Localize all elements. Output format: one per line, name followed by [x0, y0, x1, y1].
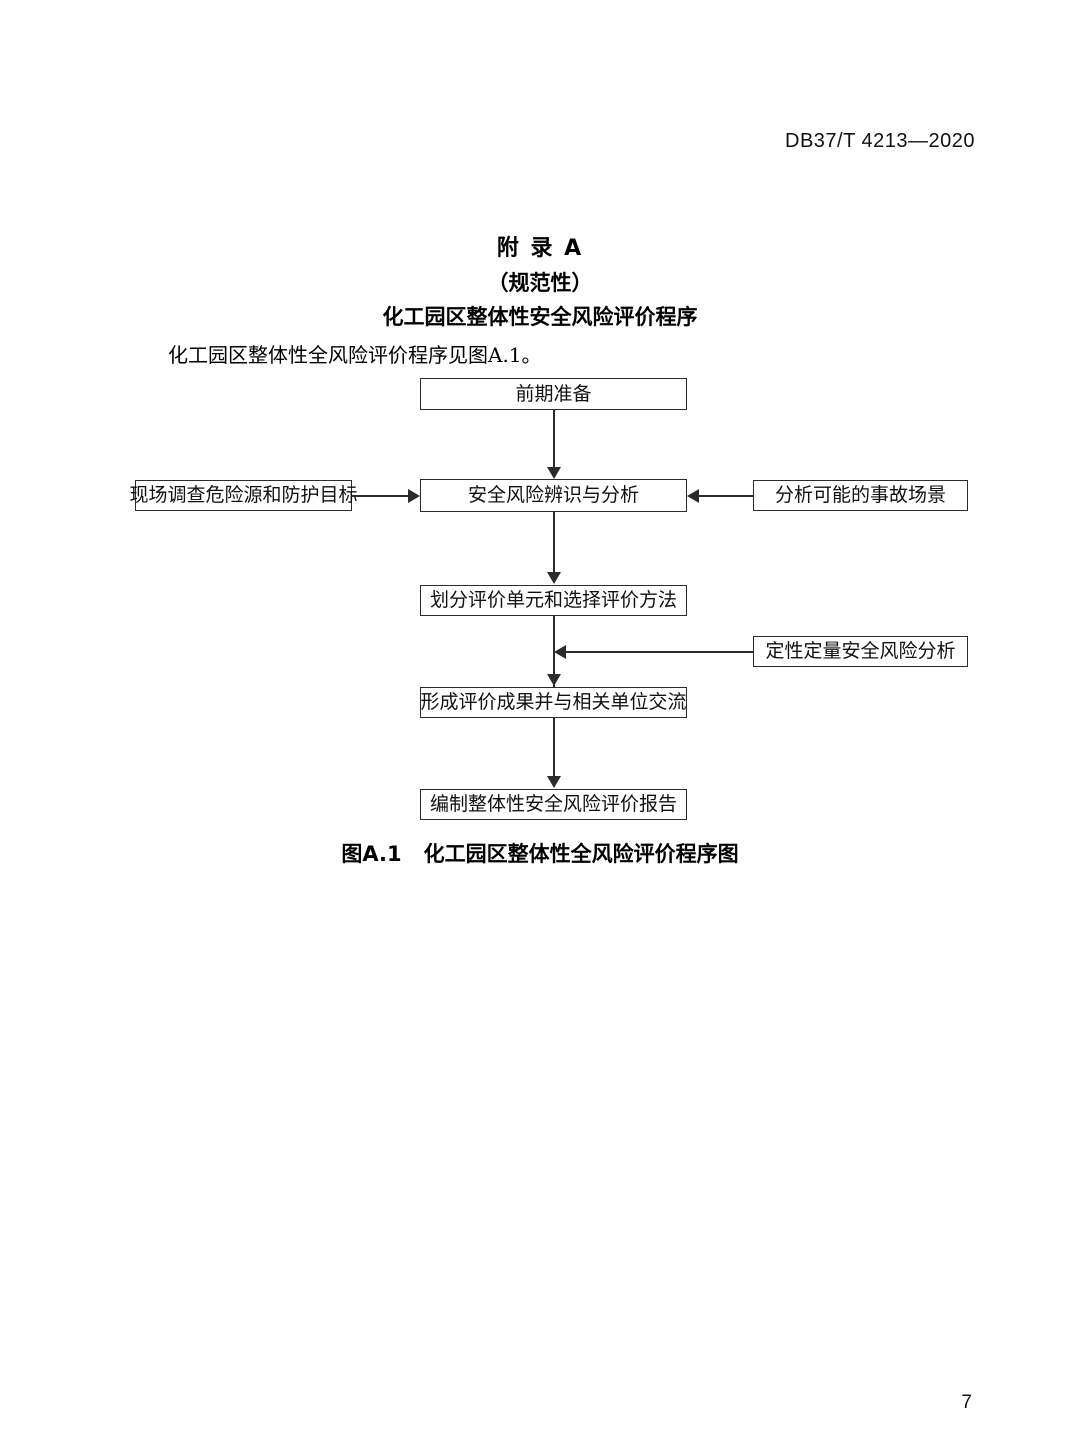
- flow-node-preliminary-preparation: 前期准备: [420, 378, 687, 410]
- annex-heading-block: 附 录 A （规范性） 化工园区整体性安全风险评价程序: [0, 232, 1080, 334]
- flowchart-diagram: 前期准备 现场调查危险源和防护目标 安全风险辨识与分析 分析可能的事故场景 划分…: [0, 370, 1080, 840]
- flow-edge-results-to-report-line: [553, 718, 555, 778]
- document-header-standard-number: DB37/T 4213—2020: [785, 130, 975, 152]
- figure-caption-label: 图A.1: [341, 842, 402, 866]
- flow-node-analyze-possible-accident-scenarios: 分析可能的事故场景: [753, 480, 968, 511]
- flow-edge-accident-scenarios-to-identification-arrowhead: [687, 488, 699, 503]
- flow-node-form-results-and-communicate: 形成评价成果并与相关单位交流: [420, 687, 687, 718]
- flow-edge-unit-division-to-results-lower-line: [553, 651, 555, 687]
- flow-edge-unit-division-to-results-arrowhead: [546, 674, 561, 686]
- annex-subject-title: 化工园区整体性安全风险评价程序: [382, 305, 698, 329]
- flow-edge-results-to-report-arrowhead: [546, 776, 561, 788]
- annex-title: 附 录 A: [496, 236, 584, 261]
- flow-edge-identification-to-unit-division-arrowhead: [546, 572, 561, 584]
- flow-edge-site-survey-to-identification-arrowhead: [408, 488, 420, 503]
- flow-node-safety-risk-identification-and-analysis: 安全风险辨识与分析: [420, 479, 687, 512]
- flow-edge-unit-division-to-results-upper-line: [553, 616, 555, 678]
- flow-edge-qualitative-analysis-to-main-arrowhead: [554, 644, 566, 659]
- flow-node-qualitative-quantitative-risk-analysis: 定性定量安全风险分析: [753, 636, 968, 667]
- page-number: 7: [961, 1392, 972, 1413]
- flow-edge-preparation-to-identification-line: [553, 410, 555, 468]
- flow-edge-site-survey-to-identification-line: [352, 495, 408, 497]
- annex-intro-paragraph: 化工园区整体性全风险评价程序见图A.1。: [168, 343, 542, 367]
- annex-kind: （规范性）: [487, 271, 593, 295]
- flow-node-site-survey-hazards-and-protection-targets: 现场调查危险源和防护目标: [130, 480, 358, 511]
- flow-edge-preparation-to-identification-arrowhead: [546, 467, 561, 479]
- flow-node-divide-units-and-select-methods: 划分评价单元和选择评价方法: [420, 585, 687, 616]
- flow-node-compile-overall-risk-assessment-report: 编制整体性安全风险评价报告: [420, 789, 687, 820]
- flow-edge-identification-to-unit-division-line: [553, 512, 555, 573]
- figure-caption: 图A.1 化工园区整体性全风险评价程序图: [0, 838, 1080, 868]
- figure-caption-text: 化工园区整体性全风险评价程序图: [423, 842, 739, 866]
- flow-edge-qualitative-analysis-to-main-line: [566, 651, 753, 653]
- flow-edge-accident-scenarios-to-identification-line: [699, 495, 753, 497]
